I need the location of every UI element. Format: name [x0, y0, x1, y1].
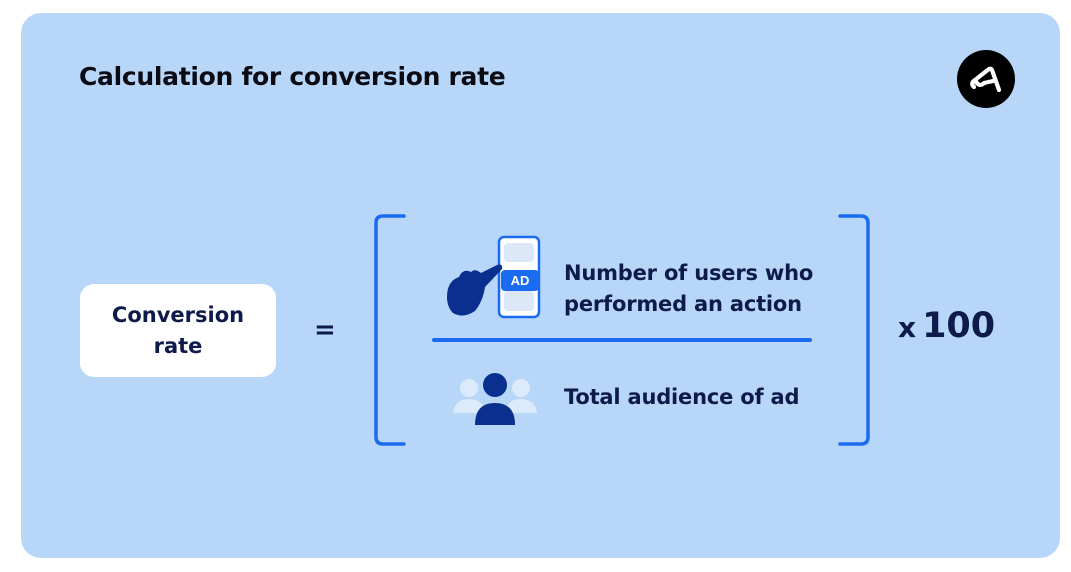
multiplier-value: 100	[922, 306, 996, 346]
audience-group-icon	[453, 373, 537, 425]
hand-tapping-ad-phone-icon: AD	[447, 235, 541, 319]
numerator-line-1: Number of users who	[564, 261, 814, 285]
page-title: Calculation for conversion rate	[79, 62, 506, 91]
multiply-symbol: x	[898, 311, 917, 344]
conversion-rate-label: Conversion rate	[111, 302, 245, 358]
brand-logo-icon	[957, 50, 1015, 108]
denominator-text: Total audience of ad	[564, 385, 800, 409]
fraction-line	[432, 338, 812, 342]
right-bracket	[838, 214, 870, 446]
conversion-rate-box: Conversion rate	[80, 284, 276, 377]
numerator-text: Number of users who performed an action	[564, 258, 813, 320]
left-bracket	[374, 214, 406, 446]
equals-sign: =	[314, 315, 336, 345]
diagram-card: Calculation for conversion rate Conversi…	[21, 13, 1060, 558]
numerator-line-2: performed an action	[564, 292, 802, 316]
svg-text:AD: AD	[511, 273, 530, 288]
